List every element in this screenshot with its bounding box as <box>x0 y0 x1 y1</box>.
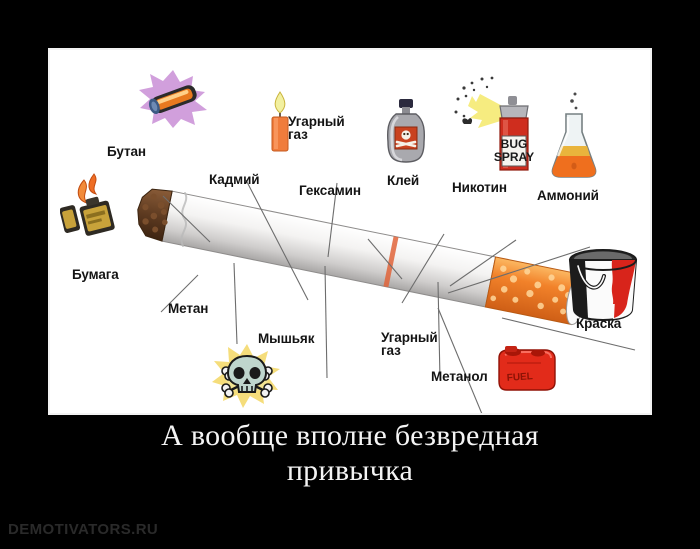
skull-crossbones-icon <box>211 342 283 410</box>
candle-icon <box>263 88 297 154</box>
label-geksamin: Гексамин <box>299 183 361 198</box>
label-ugarnyj-gaz-bottom: Угарный газ <box>381 330 438 358</box>
spray-can-label-line1: BUG <box>501 137 528 151</box>
label-bumaga: Бумага <box>72 267 119 282</box>
label-ammonij: Аммоний <box>537 188 599 203</box>
site-watermark: DEMOTIVATORS.RU <box>8 521 159 538</box>
label-nikotin: Никотин <box>452 180 507 195</box>
spray-can-label-line2: SPRAY <box>494 150 534 164</box>
caption-line-1: А вообще вполне безвредная <box>161 419 539 452</box>
label-kadmij: Кадмий <box>209 172 260 187</box>
lighter-flame-icon <box>59 168 124 240</box>
label-kraska: Краска <box>576 316 622 331</box>
fuel-can-icon: FUEL <box>493 342 559 394</box>
label-myshyak: Мышьяк <box>258 331 315 346</box>
label-klej: Клей <box>387 173 420 188</box>
label-metanol: Метанол <box>431 369 488 384</box>
paint-bucket-icon <box>564 246 642 322</box>
label-metan: Метан <box>168 301 209 316</box>
label-butan: Бутан <box>107 144 146 159</box>
diagram-canvas: BUG SPRAY <box>50 50 650 413</box>
label-ugarnyj-gaz-top: Угарный газ <box>288 114 345 142</box>
poster-caption: А вообще вполне безвредная привычка <box>0 418 700 488</box>
bug-spray-can-icon: BUG SPRAY <box>450 66 540 172</box>
fuel-can-label: FUEL <box>506 371 533 384</box>
caption-line-2: привычка <box>286 454 414 487</box>
picture-frame: BUG SPRAY <box>48 48 652 415</box>
erlenmeyer-flask-icon <box>544 90 604 180</box>
cadmium-battery-icon <box>135 68 211 130</box>
glue-bottle-icon <box>382 96 430 168</box>
